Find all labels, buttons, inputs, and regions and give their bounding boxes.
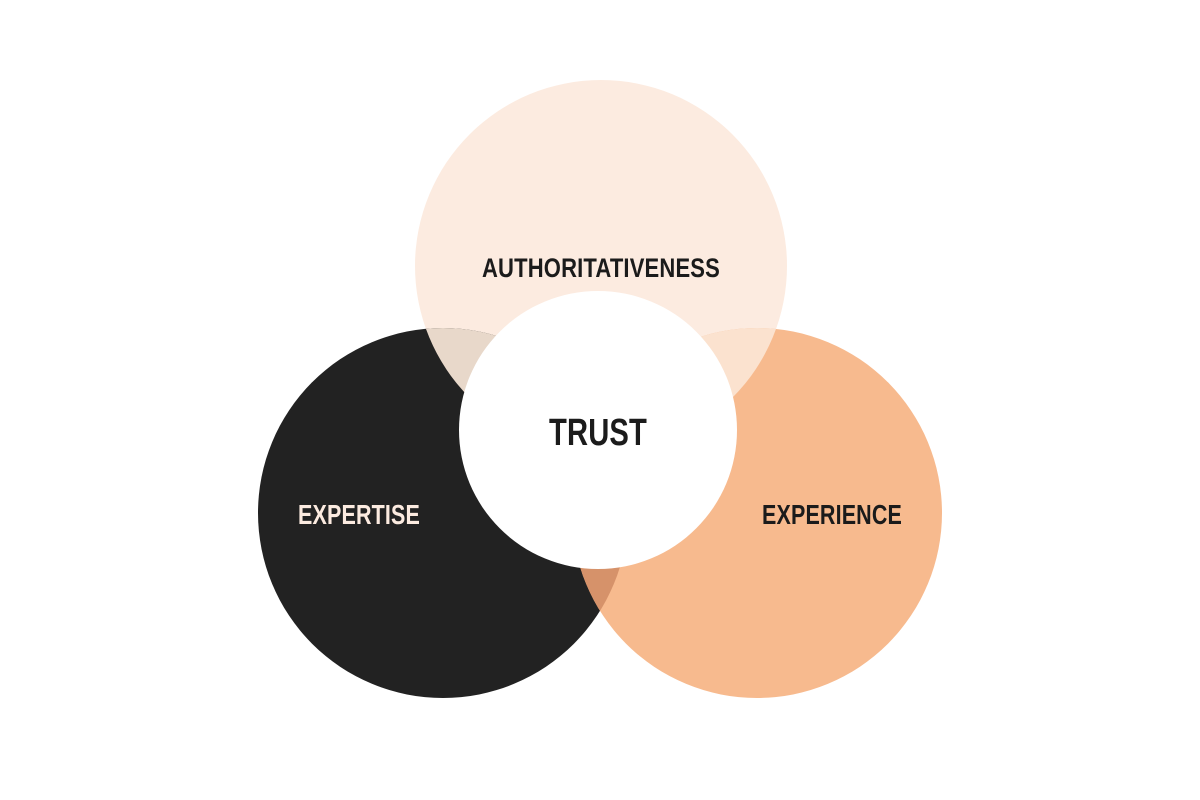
label-expertise: EXPERTISE — [298, 499, 420, 530]
label-trust: TRUST — [549, 412, 647, 454]
label-authoritativeness: AUTHORITATIVENESS — [482, 253, 720, 283]
circle-trust — [459, 291, 737, 569]
label-experience: EXPERIENCE — [762, 499, 902, 530]
